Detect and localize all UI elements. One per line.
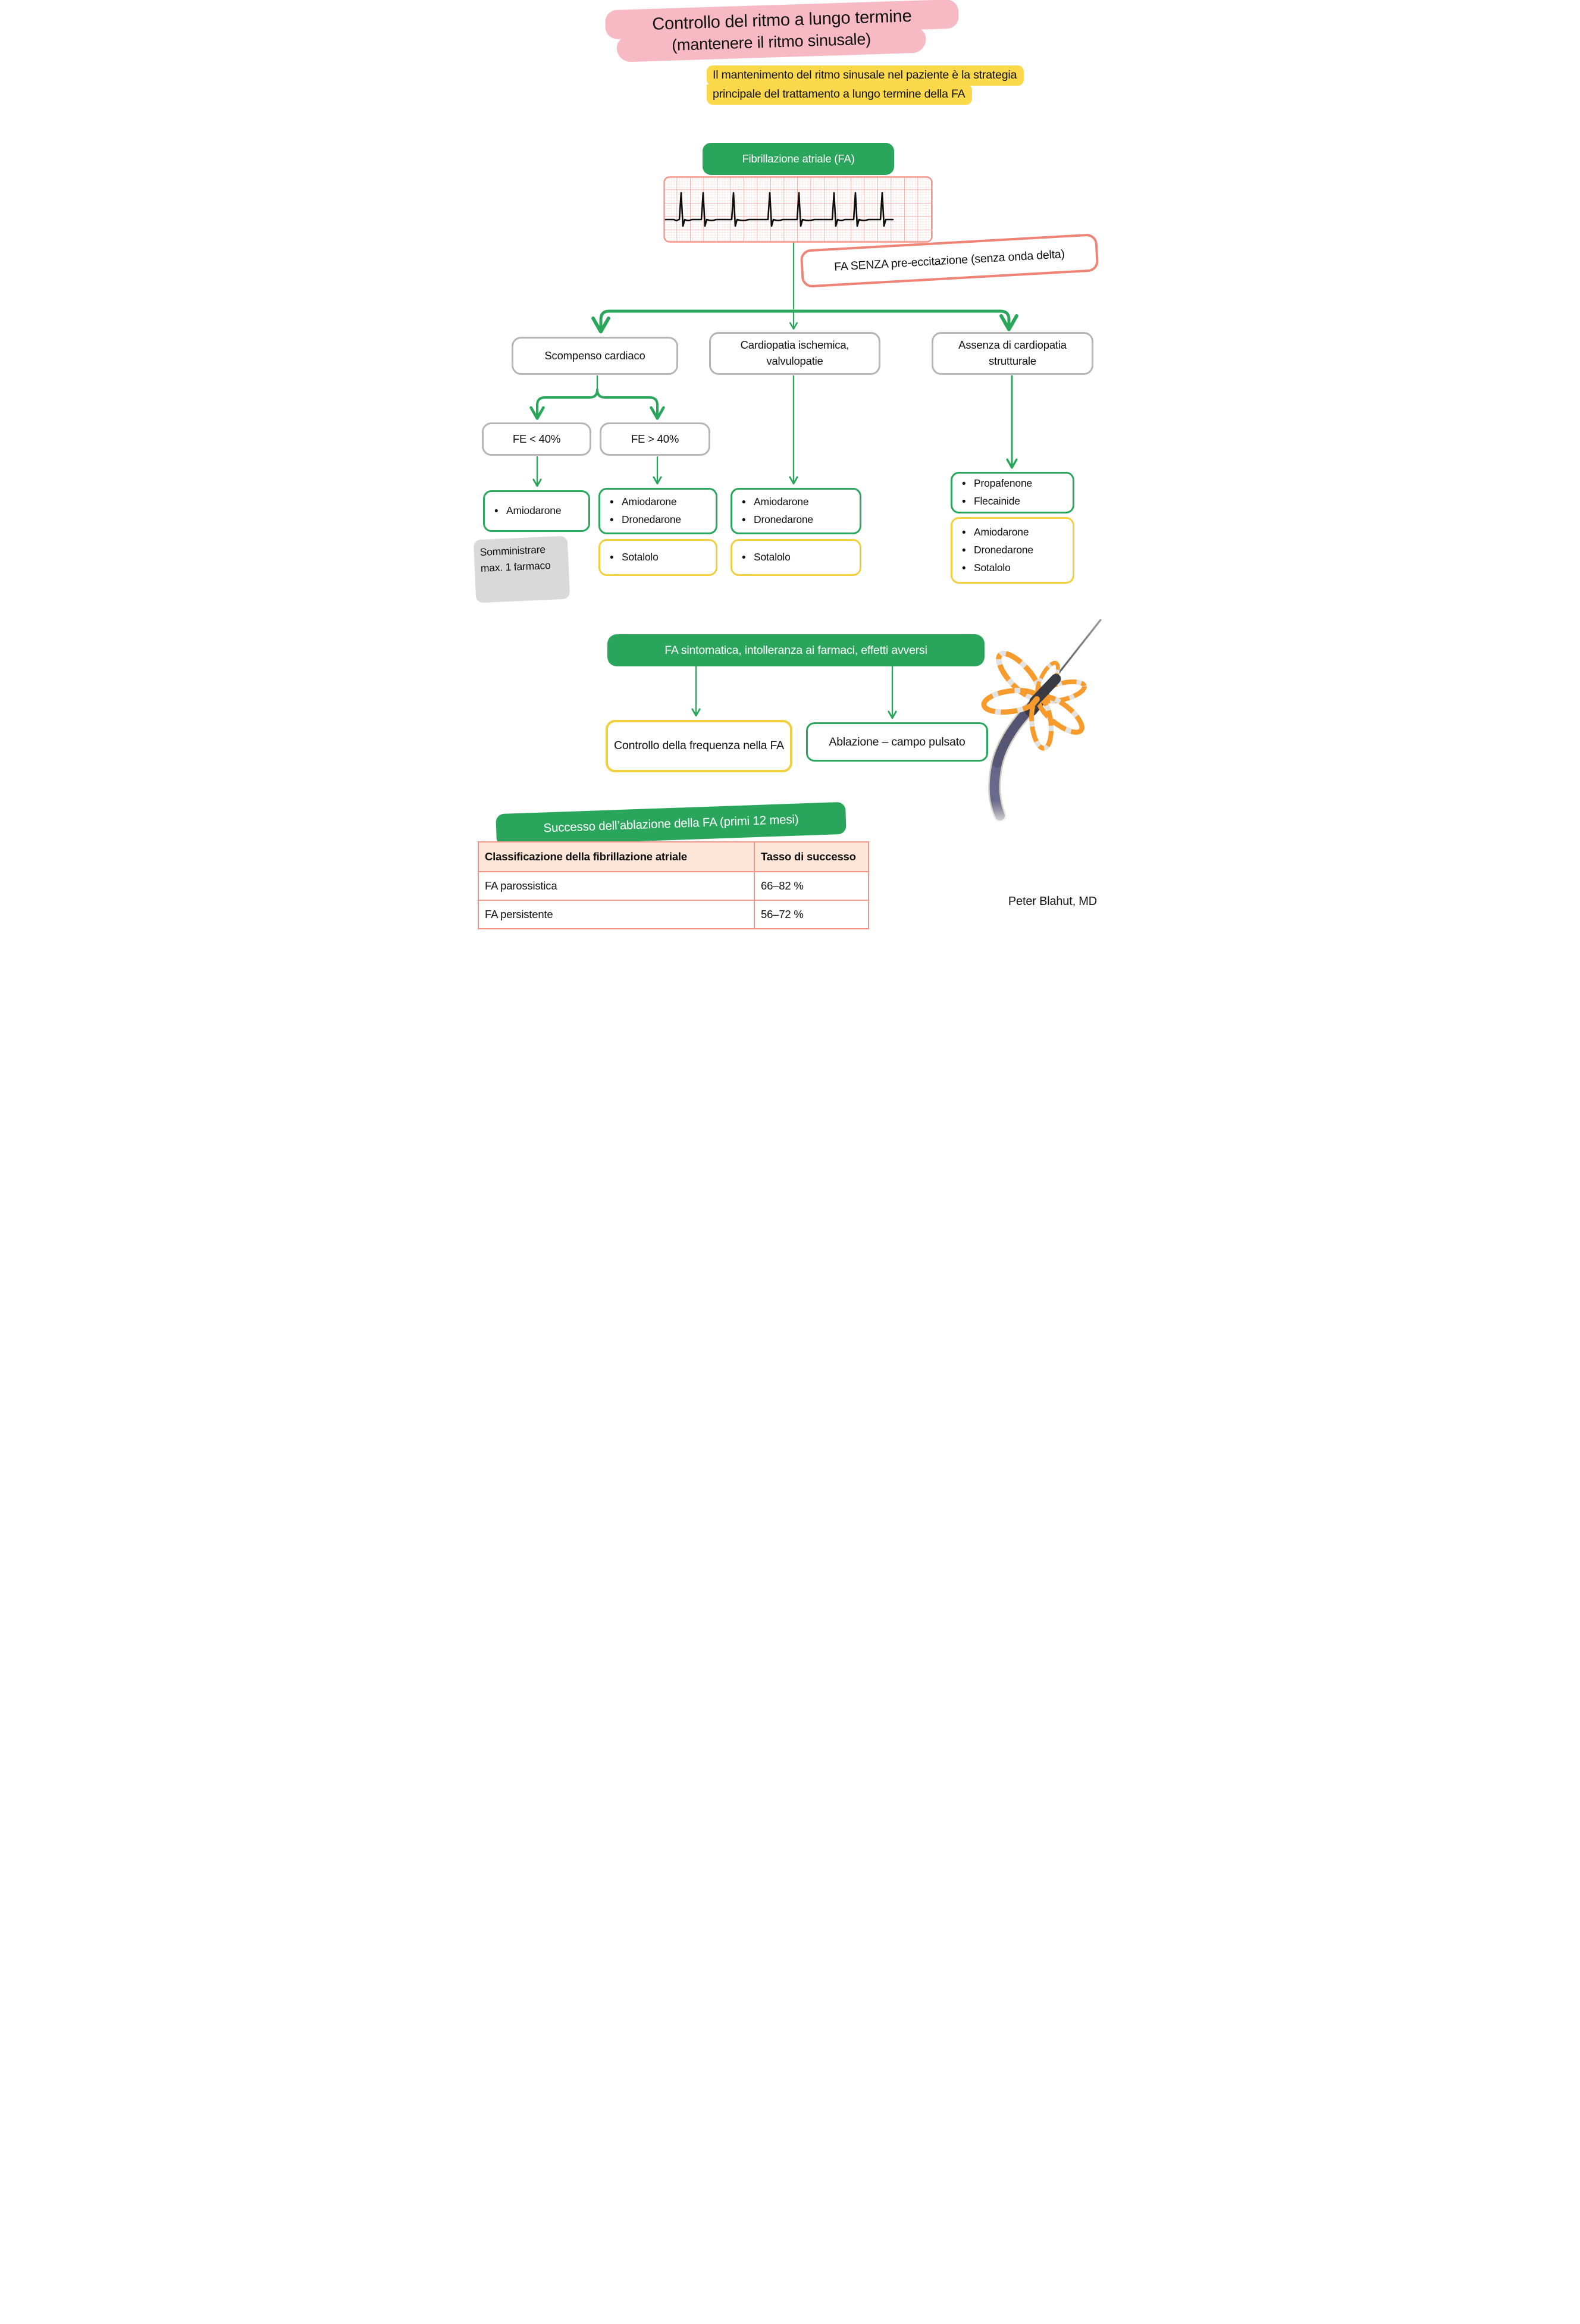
drug-item: Sotalolo [741, 549, 856, 568]
table-row: FA persistente 56–72 % [478, 900, 869, 929]
drug-item: Dronedarone [961, 541, 1069, 560]
infographic-page: Controllo del ritmo a lungo termine (man… [469, 0, 1111, 945]
drug-item: Dronedarone [741, 511, 856, 530]
drug-item: Propafenone [961, 475, 1069, 494]
drug-box-ef-above-40-second-line: Sotalolo [598, 539, 717, 576]
drug-item: Sotalolo [961, 559, 1069, 578]
node-heart-failure: Scompenso cardiaco [512, 337, 678, 375]
cell-fa-type: FA parossistica [478, 871, 755, 901]
subtitle-highlight-line-1: Il mantenimento del ritmo sinusale nel p… [707, 65, 1024, 86]
note-max-one-drug: Somministrare max. 1 farmaco [473, 535, 570, 603]
node-atrial-fibrillation: Fibrillazione atriale (FA) [703, 143, 894, 175]
table-header-classification: Classificazione della fibrillazione atri… [478, 841, 755, 872]
drug-box-ischemic-first-line: Amiodarone Dronedarone [731, 488, 861, 534]
table-header-success-rate: Tasso di successo [754, 841, 869, 872]
drug-item: Amiodarone [609, 493, 712, 512]
node-ef-below-40: FE < 40% [482, 422, 591, 456]
drug-item: Amiodarone [493, 502, 585, 521]
drug-box-ef-above-40-first-line: Amiodarone Dronedarone [598, 488, 717, 534]
drug-item: Sotalolo [609, 549, 712, 568]
ecg-strip-illustration [663, 176, 933, 243]
flow-connector-lines [529, 240, 1018, 719]
author-credit: Peter Blahut, MD [1008, 895, 1097, 908]
banner-symptomatic-fa: FA sintomatica, intolleranza ai farmaci,… [607, 634, 985, 666]
drug-box-no-structural-first-line: Propafenone Flecainide [951, 472, 1074, 513]
cell-fa-type: FA persistente [478, 900, 755, 929]
node-rate-control: Controllo della frequenza nella FA [606, 720, 792, 772]
drug-box-no-structural-second-line: Amiodarone Dronedarone Sotalolo [951, 517, 1074, 584]
node-pulsed-field-ablation: Ablazione – campo pulsato [806, 722, 988, 762]
drug-item: Dronedarone [609, 511, 712, 530]
cell-success-rate: 56–72 % [754, 900, 869, 929]
drug-box-ischemic-second-line: Sotalolo [731, 539, 861, 576]
catheter-spline-loops [981, 650, 1087, 751]
table-row: FA parossistica 66–82 % [478, 871, 869, 901]
drug-box-ef-below-40-first-line: Amiodarone [483, 490, 590, 532]
drug-item: Amiodarone [961, 524, 1069, 543]
ablation-catheter-illustration [981, 619, 1102, 822]
cell-success-rate: 66–82 % [754, 871, 869, 901]
node-ischemic-heart-disease: Cardiopatia ischemica, valvulopatie [709, 332, 880, 375]
node-ef-above-40: FE > 40% [600, 422, 710, 456]
table-header-row: Classificazione della fibrillazione atri… [478, 841, 869, 872]
page-subtitle: Il mantenimento del ritmo sinusale nel p… [707, 65, 1024, 105]
drug-item: Flecainide [961, 493, 1069, 512]
node-no-structural-disease: Assenza di cardiopatia strutturale [932, 332, 1093, 375]
subtitle-highlight-line-2: principale del trattamento a lungo termi… [707, 84, 973, 105]
ablation-success-table: Classificazione della fibrillazione atri… [478, 841, 869, 929]
drug-item: Amiodarone [741, 493, 856, 512]
